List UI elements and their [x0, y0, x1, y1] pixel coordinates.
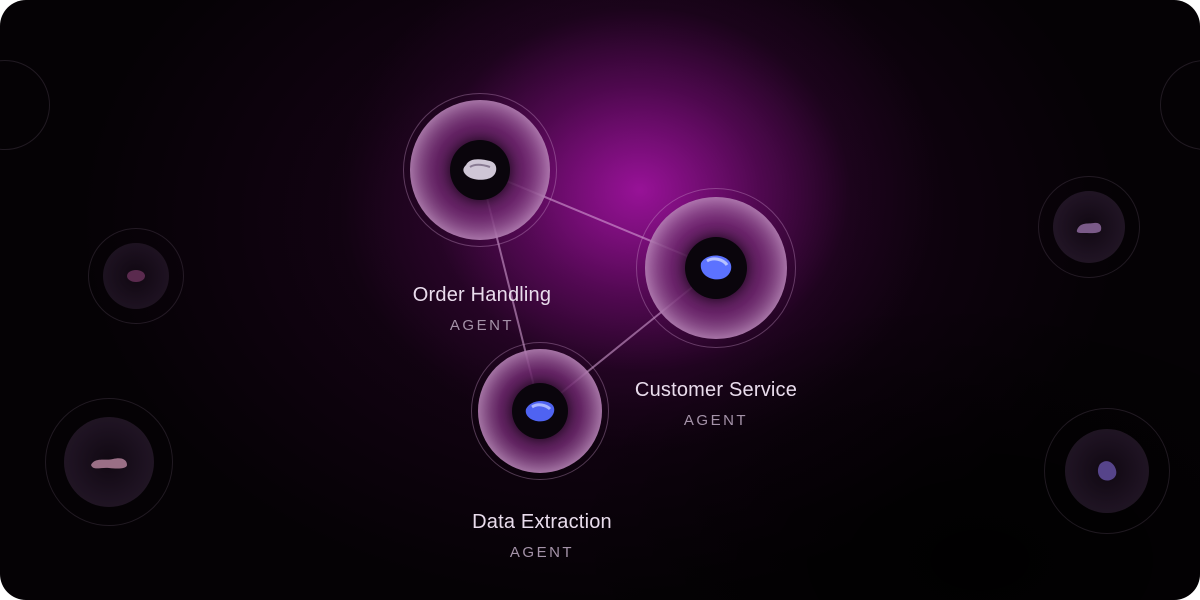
agent-subtitle: AGENT — [509, 544, 575, 561]
background-node — [45, 398, 173, 526]
agent-title: Customer Service — [634, 379, 798, 401]
blob-blue-icon — [700, 255, 732, 280]
blob-silver-icon — [463, 159, 497, 180]
background-node — [1038, 176, 1140, 278]
order-handling-node[interactable] — [403, 93, 557, 247]
data-extraction-label: Data Extraction AGENT — [440, 511, 644, 561]
customer-service-node[interactable] — [636, 188, 796, 348]
agent-title: Data Extraction — [472, 511, 612, 533]
background-node — [88, 228, 184, 324]
agent-subtitle: AGENT — [683, 412, 749, 429]
agent-subtitle: AGENT — [449, 317, 515, 334]
blob-dim-icon — [1097, 461, 1117, 481]
agent-title: Order Handling — [412, 284, 552, 306]
blob-blue-icon — [525, 401, 555, 422]
background-node — [1044, 408, 1170, 534]
blob-dim-icon — [1076, 222, 1102, 234]
blob-dim-icon — [127, 270, 145, 282]
blob-dim-icon — [91, 458, 127, 469]
order-handling-label: Order Handling AGENT — [380, 284, 584, 334]
customer-service-label: Customer Service AGENT — [606, 379, 826, 429]
data-extraction-node[interactable] — [471, 342, 609, 480]
